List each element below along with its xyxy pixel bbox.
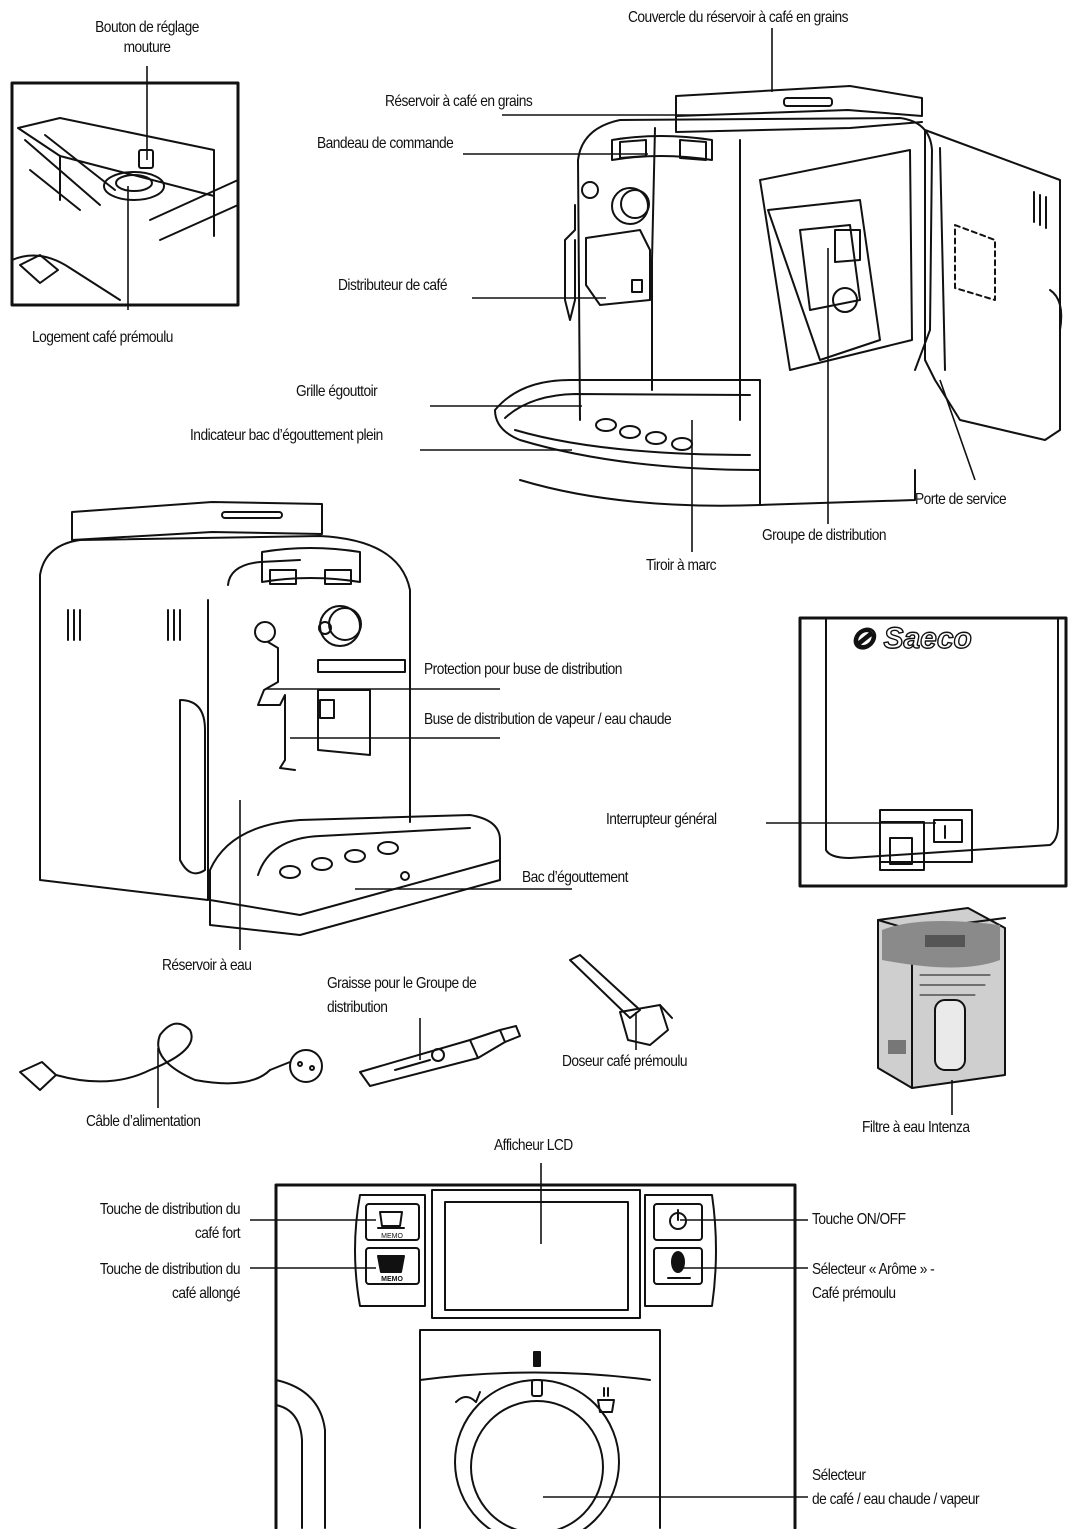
- label-touche-cafe-allonge: Touche de distribution du café allongé: [99, 1261, 241, 1302]
- memo-label-1: MEMO: [381, 1233, 403, 1240]
- grease-tube-art: [359, 1025, 521, 1087]
- label-reservoir-grains: Réservoir à café en grains: [385, 93, 533, 110]
- label-bandeau-commande: Bandeau de commande: [317, 135, 454, 152]
- label-cable-alimentation: Câble d’alimentation: [86, 1113, 201, 1130]
- label-touche-on-off: Touche ON/OFF: [812, 1211, 906, 1228]
- label-graisse-groupe: Graisse pour le Groupe de distribution: [327, 975, 477, 1016]
- label-tiroir-marc: Tiroir à marc: [646, 557, 717, 574]
- label-interrupteur-general: Interrupteur général: [606, 811, 717, 828]
- intenza-filter-art: [877, 907, 1006, 1089]
- label-selecteur-cafe: Sélecteur de café / eau chaude / vapeur: [812, 1467, 980, 1508]
- label-porte-service: Porte de service: [915, 491, 1007, 508]
- main-machine: [494, 85, 1063, 507]
- brand-logo: ⊘ Saeco: [850, 622, 972, 655]
- label-logement-premoulu: Logement café prémoulu: [32, 329, 173, 346]
- front-machine: [39, 501, 501, 936]
- label-touche-cafe-fort: Touche de distribution du café fort: [99, 1201, 241, 1242]
- label-grille-egouttoir: Grille égouttoir: [296, 383, 378, 400]
- power-cable-art: [19, 1022, 323, 1091]
- label-afficheur-lcd: Afficheur LCD: [494, 1137, 573, 1154]
- label-indicateur-bac: Indicateur bac d’égouttement plein: [190, 427, 383, 444]
- memo-label-2: MEMO: [381, 1276, 403, 1283]
- label-buse-vapeur: Buse de distribution de vapeur / eau cha…: [424, 711, 672, 728]
- label-reservoir-eau: Réservoir à eau: [162, 957, 252, 974]
- label-couvercle-reservoir: Couvercle du réservoir à café en grains: [628, 9, 849, 26]
- leader-lines: [127, 28, 976, 1498]
- label-selecteur-arome: Sélecteur « Arôme » - Café prémoulu: [812, 1261, 935, 1302]
- label-filtre-intenza: Filtre à eau Intenza: [862, 1119, 970, 1136]
- scoop-art: [569, 954, 673, 1046]
- label-bac-egouttement: Bac d’égouttement: [522, 869, 628, 886]
- back-panel-inset: [798, 616, 1068, 888]
- label-bouton-reglage: Bouton de réglage mouture: [95, 19, 199, 56]
- label-groupe-distribution: Groupe de distribution: [762, 527, 887, 544]
- label-protection-buse: Protection pour buse de distribution: [424, 661, 622, 678]
- label-doseur-premoulu: Doseur café prémoulu: [562, 1053, 688, 1070]
- control-panel-art: [274, 1183, 797, 1529]
- label-distributeur-cafe: Distributeur de café: [338, 277, 448, 294]
- grinder-inset: [10, 81, 240, 307]
